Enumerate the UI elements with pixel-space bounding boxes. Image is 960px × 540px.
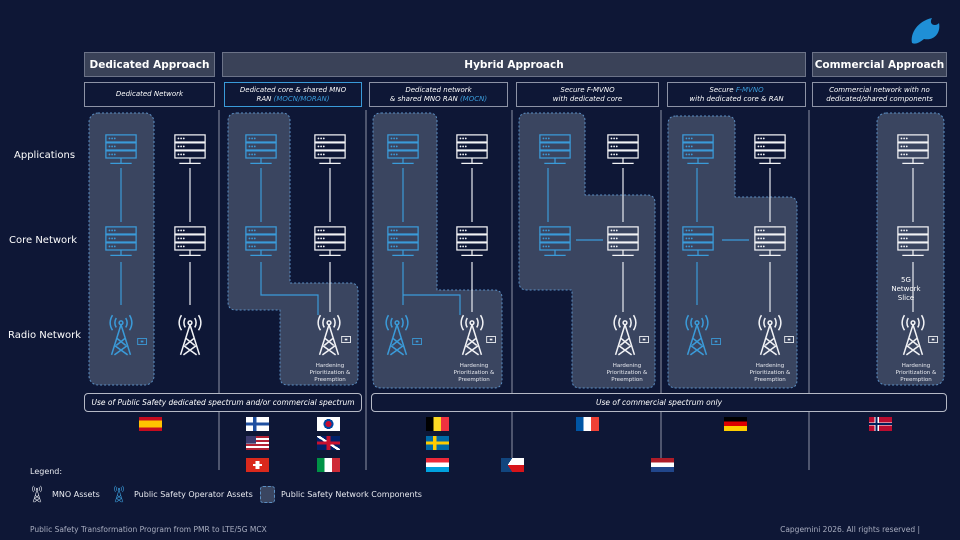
flag-norway <box>869 417 892 431</box>
sub-text: with dedicated core <box>552 94 623 103</box>
legend-ps-network-components: Public Safety Network Components <box>281 490 422 499</box>
mno-application-server-icon <box>754 134 786 165</box>
header-hybrid-approach: Hybrid Approach <box>222 52 806 77</box>
svg-text:Preemption: Preemption <box>611 377 643 383</box>
spectrum-dedicated-or-commercial: Use of Public Safety dedicated spectrum … <box>84 393 362 412</box>
svg-text:Preemption: Preemption <box>314 377 346 383</box>
svg-text:Prioritization &: Prioritization & <box>454 370 495 376</box>
svg-text:Prioritization &: Prioritization & <box>896 370 937 376</box>
row-label-core-network: Core Network <box>9 235 78 246</box>
svg-text:Hardening: Hardening <box>460 363 489 369</box>
svg-text:Preemption: Preemption <box>900 377 932 383</box>
svg-text:Preemption: Preemption <box>458 377 490 383</box>
mno-application-server-icon <box>456 134 488 165</box>
flag-italy <box>317 458 340 472</box>
flag-uk <box>317 436 340 450</box>
subheader-dedicated-network-shared-ran: Dedicated network& shared MNO RAN (MOCN) <box>369 82 508 107</box>
sub-text: Dedicated core & shared MNO <box>239 85 347 94</box>
sub-text: Commercial network with no <box>829 85 930 94</box>
flag-luxembourg <box>426 458 449 472</box>
mno-core-server-icon <box>456 226 488 257</box>
svg-text:Prioritization &: Prioritization & <box>750 370 791 376</box>
svg-text:Prioritization &: Prioritization & <box>310 370 351 376</box>
ps-region-commercial-slice <box>876 112 945 386</box>
spectrum-commercial-only: Use of commercial spectrum only <box>371 393 947 412</box>
mno-core-server-icon <box>314 226 346 257</box>
flag-switzerland <box>246 458 269 472</box>
mno-application-server-icon <box>607 134 639 165</box>
flag-usa <box>246 436 269 450</box>
flag-germany <box>724 417 747 431</box>
sub-text: dedicated/shared components <box>826 94 933 103</box>
sub-text: Secure F-MVNO <box>560 85 615 94</box>
footer-program-title: Public Safety Transformation Program fro… <box>30 525 267 534</box>
mno-assets-legend-icon <box>32 485 42 503</box>
flag-france <box>576 417 599 431</box>
row-label-applications: Applications <box>14 150 76 161</box>
legend-title: Legend: <box>30 467 63 476</box>
svg-text:Slice: Slice <box>898 294 915 302</box>
svg-text:Prioritization &: Prioritization & <box>607 370 648 376</box>
legend-mno-assets: MNO Assets <box>52 490 100 499</box>
sub-text: Dedicated network <box>405 85 472 94</box>
legend-ps-operator-assets: Public Safety Operator Assets <box>134 490 253 499</box>
svg-text:Hardening: Hardening <box>902 363 931 369</box>
flag-belgium <box>426 417 449 431</box>
sub-highlight: (MOCN/MORAN) <box>273 94 330 103</box>
ps-operator-assets-legend-icon <box>114 485 124 503</box>
header-commercial-approach: Commercial Approach <box>812 52 947 77</box>
sub-text: & shared MNO RAN <box>389 94 460 103</box>
mno-application-server-icon <box>174 134 206 165</box>
flag-finland <box>246 417 269 431</box>
flag-south-korea <box>317 417 340 431</box>
sub-highlight: F-MVNO <box>735 85 764 94</box>
sub-text: Secure <box>709 85 736 94</box>
svg-text:Hardening: Hardening <box>613 363 642 369</box>
capgemini-logo-icon <box>911 18 940 44</box>
mno-radio-tower-icon <box>178 314 202 356</box>
sub-text: Dedicated Network <box>115 90 184 99</box>
svg-text:Preemption: Preemption <box>754 377 786 383</box>
svg-text:Hardening: Hardening <box>756 363 785 369</box>
sub-text: RAN <box>256 94 274 103</box>
ps-region-fmvno-core <box>518 112 656 389</box>
sub-highlight: (MOCN) <box>459 94 488 103</box>
flag-netherlands <box>651 458 674 472</box>
ps-region-mocn-moran <box>227 112 359 386</box>
footer-copyright: Capgemini 2026. All rights reserved | <box>780 525 920 534</box>
ps-region-dedicated <box>88 112 155 386</box>
flag-czech-republic <box>501 458 524 472</box>
mno-core-server-icon <box>174 226 206 257</box>
ps-region-mocn <box>372 112 503 389</box>
svg-text:5G: 5G <box>901 276 911 284</box>
svg-text:Hardening: Hardening <box>316 363 345 369</box>
mno-application-server-icon <box>314 134 346 165</box>
header-dedicated-approach: Dedicated Approach <box>84 52 215 77</box>
flag-sweden <box>426 436 449 450</box>
svg-text:Network: Network <box>891 285 921 293</box>
subheader-dedicated-network: Dedicated Network <box>84 82 215 107</box>
row-label-radio-network: Radio Network <box>8 330 82 341</box>
sub-text: with dedicated core & RAN <box>689 94 784 103</box>
flag-spain <box>139 417 162 431</box>
ps-network-components-legend-swatch <box>260 486 275 503</box>
